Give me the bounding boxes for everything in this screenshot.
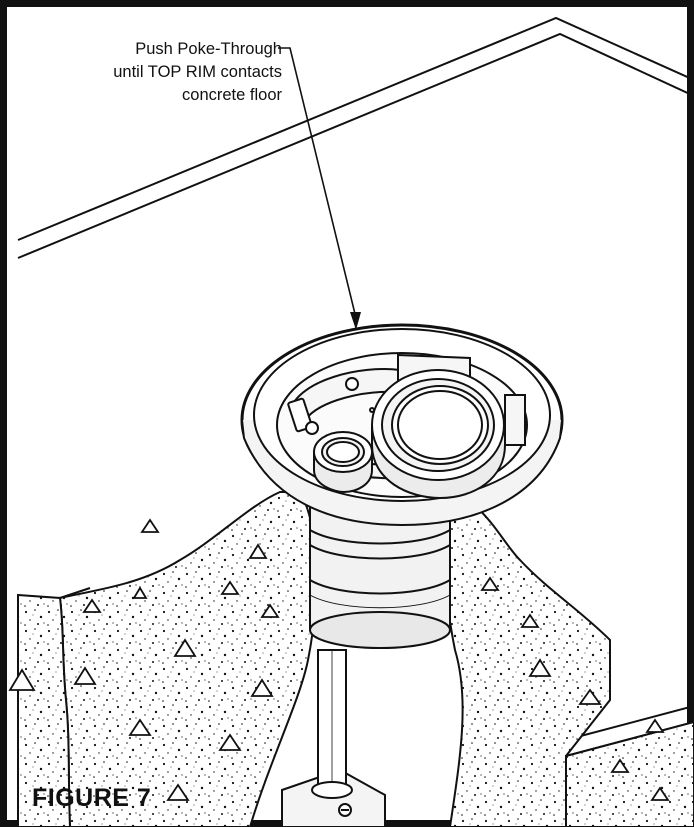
concrete-section-left-edge xyxy=(17,593,72,827)
callout-line-1: Push Poke-Through xyxy=(135,40,282,58)
large-port xyxy=(371,369,506,500)
figure-title: FIGURE 7 xyxy=(32,784,152,812)
callout-line-3: concrete floor xyxy=(182,86,282,104)
aggregate-triangles xyxy=(8,518,670,801)
screw-icon xyxy=(305,421,319,435)
screw-icon xyxy=(345,377,359,391)
conduit-pipe xyxy=(311,649,353,799)
callout-text: Push Poke-Through until TOP RIM contacts… xyxy=(22,38,282,107)
callout-line-2: until TOP RIM contacts xyxy=(113,63,282,81)
arrow-head-icon xyxy=(350,312,361,330)
concrete-section-right-edge xyxy=(565,720,694,827)
callout-leader xyxy=(278,47,357,319)
concrete-section-left xyxy=(58,491,317,827)
small-port xyxy=(313,431,373,494)
